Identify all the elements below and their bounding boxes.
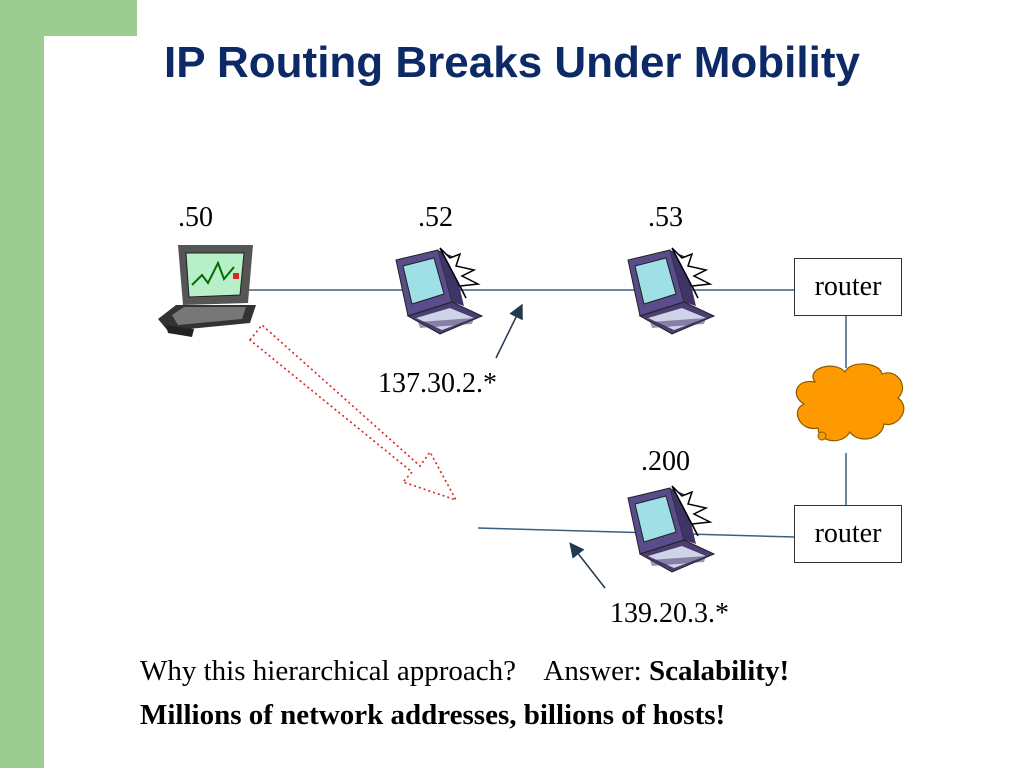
answer-text: Scalability! <box>648 655 790 687</box>
upper-network-label: 137.30.2.* <box>378 368 497 399</box>
computer-icon-52 <box>395 247 484 335</box>
lower-network-label: 139.20.3.* <box>610 598 729 629</box>
footnote-line: Millions of network addresses, billions … <box>140 699 726 731</box>
laptop-icon <box>158 245 256 337</box>
router-top: router <box>794 258 902 316</box>
top-accent-tab <box>44 0 137 36</box>
host-label-52: .52 <box>418 202 453 233</box>
lower-network-pointer <box>569 542 606 589</box>
mobility-arrow <box>248 323 458 502</box>
answer-label: Answer: <box>543 655 642 687</box>
computer-icon-53 <box>627 247 716 335</box>
question-text: Why this hierarchical approach? <box>140 655 517 687</box>
internet-cloud-icon <box>795 363 905 442</box>
router-bottom: router <box>794 505 902 563</box>
computer-icon-200 <box>627 485 716 573</box>
upper-network-pointer <box>495 303 523 359</box>
side-accent-bar <box>0 0 44 768</box>
slide-title: IP Routing Breaks Under Mobility <box>164 38 860 87</box>
host-label-50: .50 <box>178 202 213 233</box>
host-label-53: .53 <box>648 202 683 233</box>
host-label-200: .200 <box>641 446 690 477</box>
question-line: Why this hierarchical approach? Answer: … <box>140 655 789 688</box>
